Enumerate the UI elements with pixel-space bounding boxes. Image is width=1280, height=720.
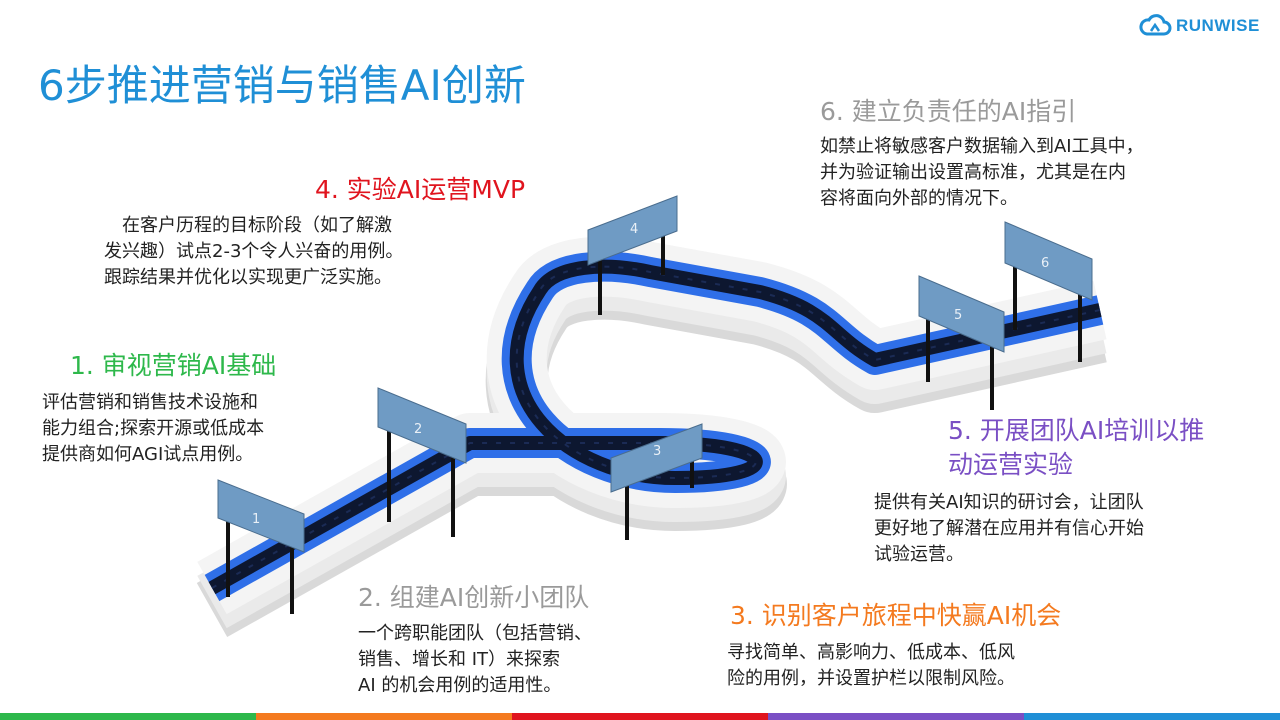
step-1-desc-line: 评估营销和销售技术设施和 xyxy=(42,392,258,413)
signpost-5: 5 xyxy=(918,275,1005,410)
bar-segment-purple xyxy=(768,713,1024,720)
signpost-6: 6 xyxy=(1004,221,1093,362)
step-1-title: 1. 审视营销AI基础 xyxy=(70,351,277,380)
bar-segment-green xyxy=(0,713,256,720)
step-1-desc-line: 能力组合;探索开源或低成本 xyxy=(42,418,265,439)
step-2-title: 2. 组建AI创新小团队 xyxy=(358,583,590,612)
step-2-desc-line: 一个跨职能团队（包括营销、 xyxy=(358,623,592,644)
step-5-description: 提供有关AI知识的研讨会，让团队 更好地了解潜在应用并有信心开始 试验运营。 xyxy=(874,490,1144,568)
step-6-desc-line: 容将面向外部的情况下。 xyxy=(820,188,1018,209)
step-1-desc-line: 提供商如何AGI试点用例。 xyxy=(42,444,254,465)
sign-number-4: 4 xyxy=(630,222,638,237)
step-5-title-line: 5. 开展团队AI培训以推 xyxy=(948,416,1205,445)
sign-number-5: 5 xyxy=(954,308,962,323)
bar-segment-orange xyxy=(256,713,512,720)
step-1-description: 评估营销和销售技术设施和 能力组合;探索开源或低成本 提供商如何AGI试点用例。 xyxy=(42,390,264,468)
cloud-logo-icon xyxy=(1139,14,1172,36)
step-5-title-line: 动运营实验 xyxy=(948,450,1074,479)
step-3-description: 寻找简单、高影响力、低成本、低风 险的用例，并设置护栏以限制风险。 xyxy=(727,640,1015,692)
signpost-2: 2 xyxy=(377,387,467,537)
step-5-desc-line: 提供有关AI知识的研讨会，让团队 xyxy=(874,492,1144,513)
step-6-desc-line: 如禁止将敏感客户数据输入到AI工具中， xyxy=(820,136,1144,157)
sign-number-6: 6 xyxy=(1041,256,1049,271)
step-5-title: 5. 开展团队AI培训以推 动运营实验 xyxy=(948,414,1204,482)
bottom-color-bar xyxy=(0,713,1280,720)
page-title: 6步推进营销与销售AI创新 xyxy=(38,61,526,110)
brand-name: RUNWISE xyxy=(1176,16,1260,35)
step-4-title: 4. 实验AI运营MVP xyxy=(315,175,526,204)
step-2-desc-line: 销售、增长和 IT）来探索 xyxy=(358,649,561,670)
step-5-desc-line: 试验运营。 xyxy=(874,544,964,565)
sign-number-3: 3 xyxy=(653,444,661,459)
bar-segment-blue xyxy=(1024,713,1280,720)
step-4-description: 在客户历程的目标阶段（如了解激 发兴趣）试点2-3个令人兴奋的用例。 跟踪结果并… xyxy=(104,213,403,291)
step-3-desc-line: 险的用例，并设置护栏以限制风险。 xyxy=(727,668,1015,689)
signpost-3: 3 xyxy=(610,423,703,540)
sign-number-1: 1 xyxy=(252,512,260,527)
step-6-desc-line: 并为验证输出设置高标准，尤其是在内 xyxy=(820,162,1126,183)
step-4-desc-line: 在客户历程的目标阶段（如了解激 xyxy=(122,215,392,236)
step-2-description: 一个跨职能团队（包括营销、 销售、增长和 IT）来探索 AI 的机会用例的适用性… xyxy=(358,621,592,699)
step-2-desc-line: AI 的机会用例的适用性。 xyxy=(358,675,562,696)
bar-segment-red xyxy=(512,713,768,720)
step-4-desc-line: 跟踪结果并优化以实现更广泛实施。 xyxy=(104,267,392,288)
step-3-title: 3. 识别客户旅程中快赢AI机会 xyxy=(730,601,1062,630)
sign-number-2: 2 xyxy=(414,422,422,437)
step-3-desc-line: 寻找简单、高影响力、低成本、低风 xyxy=(727,642,1015,663)
step-4-desc-line: 发兴趣）试点2-3个令人兴奋的用例。 xyxy=(104,241,404,262)
step-6-title: 6. 建立负责任的AI指引 xyxy=(820,97,1077,126)
brand-logo: RUNWISE xyxy=(1138,14,1260,38)
signpost-1: 1 xyxy=(217,479,305,614)
step-5-desc-line: 更好地了解潜在应用并有信心开始 xyxy=(874,518,1144,539)
signpost-4: 4 xyxy=(587,195,678,315)
step-6-description: 如禁止将敏感客户数据输入到AI工具中， 并为验证输出设置高标准，尤其是在内 容将… xyxy=(820,134,1144,212)
